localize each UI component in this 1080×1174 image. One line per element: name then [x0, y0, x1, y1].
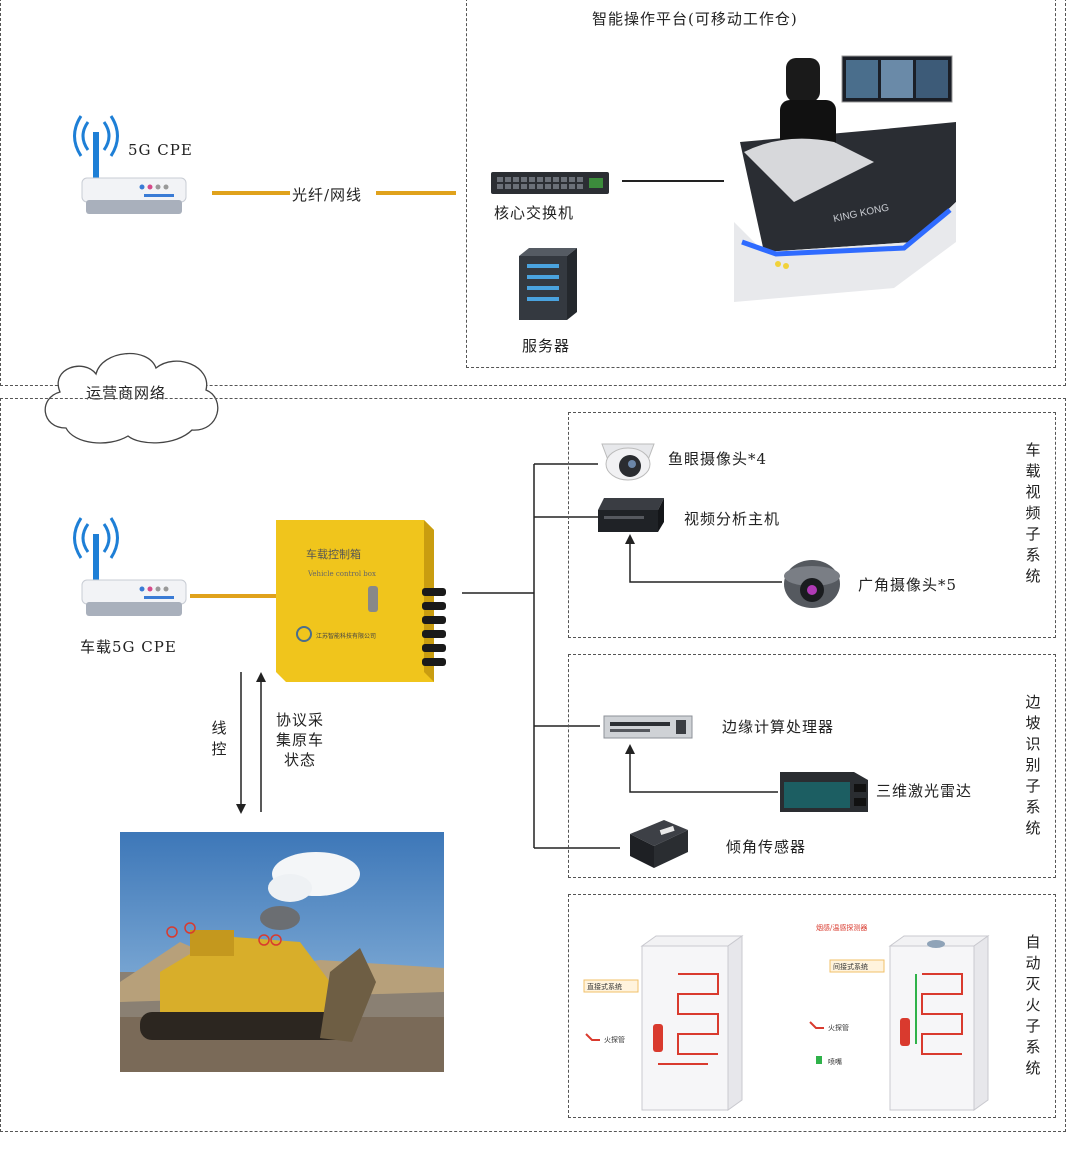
- wide-camera-label: 广角摄像头*5: [858, 576, 958, 594]
- vehicle-cpe-label: 车载5G CPE: [80, 638, 177, 656]
- indirect-system-cabinet: [888, 935, 990, 1111]
- tilt-sensor-icon: [630, 820, 688, 868]
- indirect-tag: 间接式系统: [833, 962, 868, 971]
- wide-camera-icon: [784, 560, 840, 608]
- switch-label: 核心交换机: [494, 204, 575, 222]
- top-region: [0, 0, 1066, 386]
- router-vehicle: [68, 514, 198, 624]
- video-subsystem-region: [568, 412, 1056, 638]
- slope-title: 边坡识别子系统: [1025, 693, 1041, 837]
- indirect-top-label: 烟感/温感探测器: [816, 923, 867, 932]
- platform-region: [466, 0, 1056, 368]
- wire-control-label: 线控: [211, 719, 227, 758]
- protocol-label: 协议采集原车状态: [275, 711, 324, 769]
- lidar-label: 三维激光雷达: [876, 782, 973, 800]
- lidar-icon: [780, 772, 868, 812]
- cpe-label-top: 5G CPE: [128, 141, 193, 159]
- indirect-legend-2: 喷嘴: [828, 1057, 842, 1066]
- network-switch-icon: [491, 172, 609, 194]
- fire-title: 自动灭火子系统: [1025, 933, 1041, 1077]
- tilt-sensor-label: 倾角传感器: [726, 838, 807, 856]
- cloud-label: 运营商网络: [86, 384, 167, 402]
- wifi-router-icon: [73, 517, 187, 616]
- video-host-label: 视频分析主机: [684, 510, 781, 528]
- fire-suppression-diagram: 直接式系统 火探管 烟感/温感探测器 间接式系统 火探管 喷嘴: [583, 923, 990, 1111]
- platform-title: 智能操作平台(可移动工作仓): [592, 10, 798, 28]
- server-icon: [519, 248, 577, 320]
- fisheye-camera-icon: [601, 443, 655, 481]
- fire-subsystem-region: [568, 894, 1056, 1118]
- direct-tag: 直接式系统: [587, 982, 622, 991]
- video-host-icon: [598, 498, 664, 532]
- bulldozer-photo: [120, 832, 444, 1072]
- operator-console-image: KING KONG: [734, 55, 956, 302]
- direct-legend: 火探管: [604, 1035, 625, 1044]
- fisheye-label: 鱼眼摄像头*4: [668, 450, 768, 468]
- box-subtitle: Vehicle control box: [307, 570, 376, 578]
- fiber-label: 光纤/网线: [292, 186, 363, 204]
- router-top: [68, 112, 198, 222]
- box-maker: 江苏智能科技有限公司: [316, 632, 376, 640]
- video-title: 车载视频子系统: [1025, 441, 1041, 585]
- server-label: 服务器: [522, 337, 571, 355]
- indirect-legend-1: 火探管: [828, 1023, 849, 1032]
- box-title: 车载控制箱: [306, 547, 361, 561]
- vehicle-control-box: 车载控制箱 Vehicle control box 江苏智能科技有限公司: [276, 520, 446, 682]
- vehicle-region: [0, 398, 1066, 1132]
- direct-system-cabinet: [640, 935, 744, 1111]
- edge-processor-icon: [603, 715, 693, 739]
- slope-subsystem-region: [568, 654, 1056, 878]
- wifi-router-icon: [73, 115, 187, 214]
- edge-processor-label: 边缘计算处理器: [722, 718, 835, 736]
- fiber-line: [212, 180, 724, 195]
